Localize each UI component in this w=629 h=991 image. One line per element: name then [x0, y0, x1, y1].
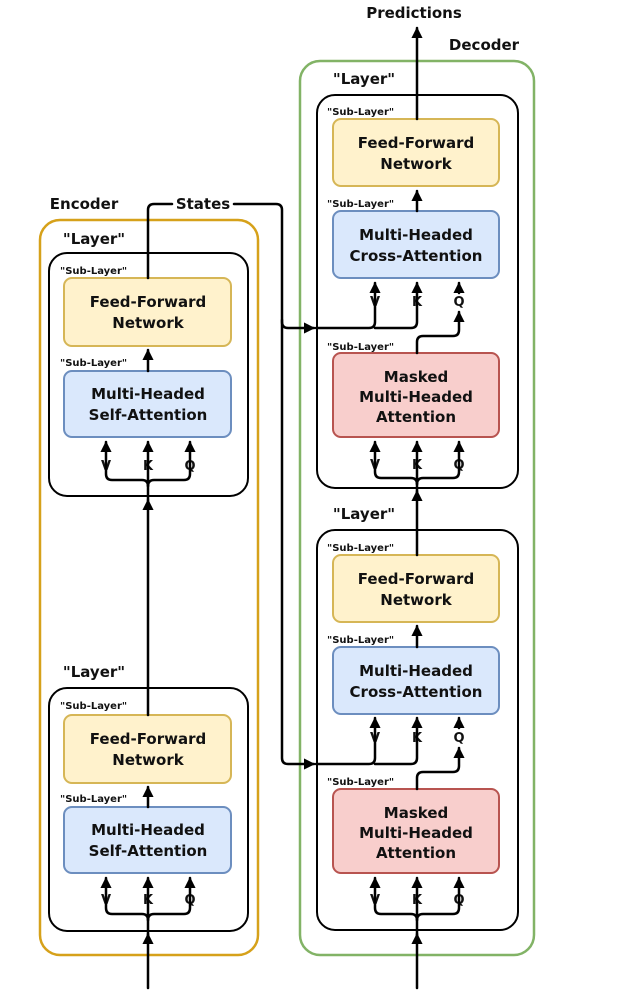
- masked-line-3: Attention: [376, 408, 456, 426]
- encoder-title: Encoder: [50, 195, 119, 213]
- ffn-line-1: Feed-Forward: [90, 293, 206, 311]
- self-attention-box: [63, 806, 232, 874]
- predictions-label: Predictions: [366, 4, 462, 22]
- states-to-k: [373, 281, 423, 330]
- port-q: Q: [453, 731, 464, 746]
- feed-forward-box: [63, 277, 232, 347]
- sub-layer-label: "Sub-Layer": [327, 635, 394, 646]
- ffn-line-2: Network: [112, 314, 184, 332]
- states-to-v: [314, 281, 381, 330]
- feed-forward-box: [332, 554, 500, 623]
- layer-label: "Layer": [63, 663, 125, 681]
- feed-forward-box: [63, 714, 232, 784]
- sub-layer-label: "Sub-Layer": [60, 266, 127, 277]
- states-to-v: [314, 716, 381, 766]
- sub-layer-label: "Sub-Layer": [327, 777, 394, 788]
- sub-layer-label: "Sub-Layer": [327, 342, 394, 353]
- sub-layer-label: "Sub-Layer": [327, 543, 394, 554]
- port-q: Q: [453, 295, 464, 310]
- states-label: States: [176, 195, 230, 213]
- masked-line-2: Multi-Headed: [359, 388, 473, 406]
- layer-label: "Layer": [333, 505, 395, 523]
- attn-line-2: Self-Attention: [89, 842, 208, 860]
- fan-q: [146, 876, 196, 922]
- cross-line-1: Multi-Headed: [359, 226, 473, 244]
- sub-layer-label: "Sub-Layer": [327, 199, 394, 210]
- masked-to-q: [415, 310, 465, 355]
- cross-attention-box: [332, 646, 500, 715]
- masked-line-1: Masked: [384, 368, 448, 386]
- layer-label: "Layer": [333, 70, 395, 88]
- ffn-line-1: Feed-Forward: [358, 134, 474, 152]
- attn-line-1: Multi-Headed: [91, 821, 205, 839]
- masked-line-2: Multi-Headed: [359, 824, 473, 842]
- sub-layer-label: "Sub-Layer": [60, 701, 127, 712]
- attn-line-1: Multi-Headed: [91, 385, 205, 403]
- states-line-left: [146, 202, 174, 280]
- masked-to-q: [415, 746, 465, 791]
- fan-q: [415, 440, 465, 486]
- fan-v: [369, 876, 419, 938]
- fan-v: [369, 440, 419, 502]
- feed-forward-box: [332, 118, 500, 187]
- cross-line-1: Multi-Headed: [359, 662, 473, 680]
- masked-line-3: Attention: [376, 844, 456, 862]
- cross-attention-box: [332, 210, 500, 279]
- states-to-decoder-top: [232, 202, 316, 334]
- sub-layer-label: "Sub-Layer": [60, 358, 127, 369]
- cross-line-2: Cross-Attention: [350, 683, 483, 701]
- sub-layer-label: "Sub-Layer": [327, 107, 394, 118]
- attn-line-2: Self-Attention: [89, 406, 208, 424]
- states-to-decoder-bottom: [280, 318, 316, 770]
- layer-label: "Layer": [63, 230, 125, 248]
- states-to-k: [373, 716, 423, 766]
- fan-q: [146, 440, 196, 488]
- cross-line-2: Cross-Attention: [350, 247, 483, 265]
- ffn-line-1: Feed-Forward: [358, 570, 474, 588]
- sub-layer-label: "Sub-Layer": [60, 794, 127, 805]
- fan-v: [100, 876, 150, 938]
- decoder-layer-top: "Layer" "Sub-Layer" Feed-Forward Network…: [316, 70, 519, 489]
- masked-line-1: Masked: [384, 804, 448, 822]
- fan-q: [415, 876, 465, 922]
- ffn-line-2: Network: [380, 591, 452, 609]
- fan-v: [100, 440, 150, 502]
- decoder-title: Decoder: [449, 36, 520, 54]
- ffn-line-2: Network: [112, 751, 184, 769]
- connections: States: [100, 26, 465, 990]
- self-attention-box: [63, 370, 232, 438]
- ffn-line-1: Feed-Forward: [90, 730, 206, 748]
- ffn-line-2: Network: [380, 155, 452, 173]
